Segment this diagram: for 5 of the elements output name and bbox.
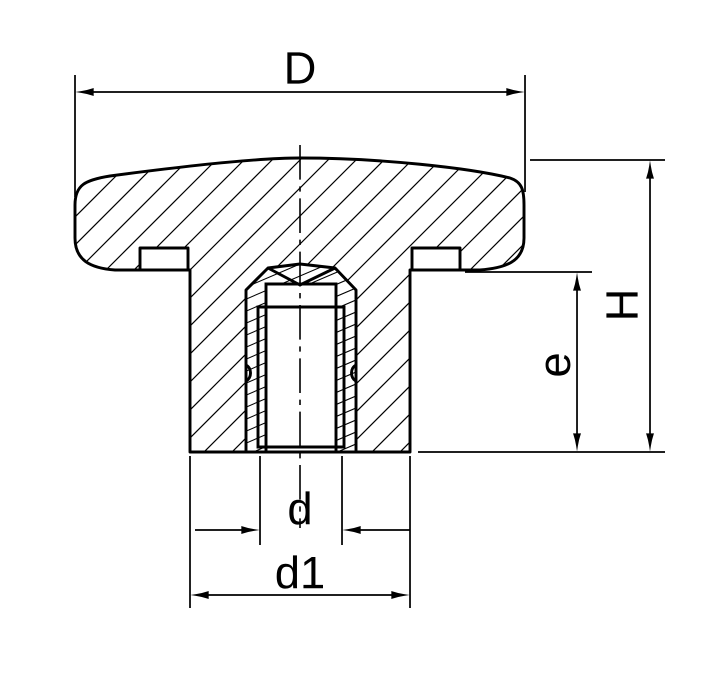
- dimension-label: d: [289, 491, 310, 525]
- dimension-label: H: [606, 292, 638, 318]
- dimension-label: d1: [276, 555, 323, 589]
- dimension-label: D: [287, 52, 314, 84]
- dimension-label: e: [546, 354, 570, 376]
